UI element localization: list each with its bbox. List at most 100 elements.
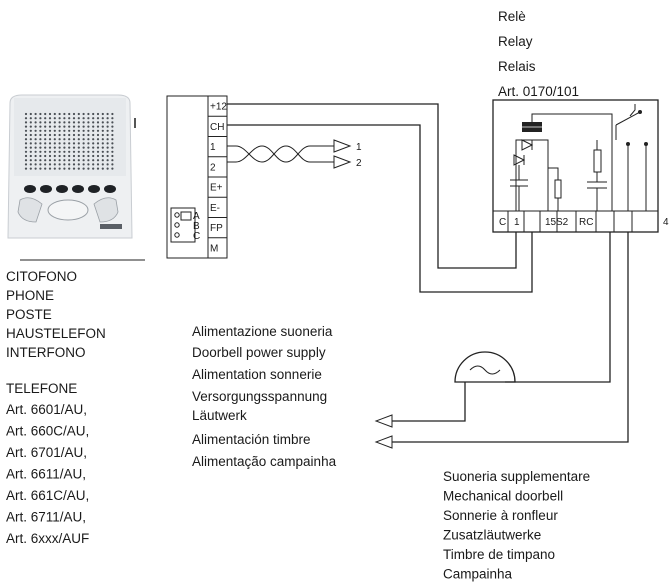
terminal-label: M bbox=[210, 243, 218, 254]
grille-dot bbox=[101, 125, 104, 128]
relay-title-line-1: Relè bbox=[498, 9, 526, 24]
grille-dot bbox=[77, 154, 80, 158]
grille-dot bbox=[101, 163, 104, 166]
doorbell-line: Sonnerie à ronfleur bbox=[443, 508, 558, 523]
relay-terminal-label: 1 bbox=[514, 217, 520, 228]
grille-dot bbox=[34, 129, 37, 132]
grille-dot bbox=[68, 125, 71, 128]
grille-dot bbox=[92, 167, 95, 170]
grille-dot bbox=[39, 125, 42, 128]
grille-dot bbox=[96, 142, 100, 145]
grille-dot bbox=[48, 167, 52, 170]
grille-dot bbox=[39, 133, 42, 137]
grille-dot bbox=[34, 150, 37, 153]
doorbell-line: Zusatzläutwerke bbox=[443, 528, 541, 543]
twisted-pair-out-label-2: 2 bbox=[356, 158, 362, 169]
grille-dot bbox=[63, 167, 66, 170]
grille-dot bbox=[101, 159, 104, 162]
speaker-grille bbox=[24, 112, 114, 170]
grille-dot bbox=[87, 163, 90, 166]
grille-dot bbox=[77, 117, 80, 120]
phone-button bbox=[72, 185, 84, 193]
grille-dot bbox=[44, 129, 47, 132]
grille-dot bbox=[44, 125, 47, 128]
grille-dot bbox=[77, 138, 80, 141]
grille-dot bbox=[111, 129, 114, 132]
grille-dot bbox=[29, 117, 32, 120]
grille-dot bbox=[24, 112, 28, 116]
grille-dot bbox=[24, 146, 28, 149]
grille-dot bbox=[34, 154, 37, 158]
grille-dot bbox=[58, 112, 61, 116]
power-supply-line: Doorbell power supply bbox=[192, 345, 326, 360]
grille-dot bbox=[92, 163, 95, 166]
grille-dot bbox=[29, 112, 32, 116]
phone-name-line: INTERFONO bbox=[6, 345, 86, 360]
grille-dot bbox=[68, 154, 71, 158]
grille-dot bbox=[96, 112, 100, 116]
grille-dot bbox=[39, 167, 42, 170]
grille-dot bbox=[68, 133, 71, 137]
grille-dot bbox=[106, 146, 109, 149]
grille-dot bbox=[63, 154, 66, 158]
grille-dot bbox=[29, 167, 32, 170]
grille-dot bbox=[77, 150, 80, 153]
grille-dot bbox=[111, 121, 114, 124]
grille-dot bbox=[63, 146, 66, 149]
grille-dot bbox=[34, 117, 37, 120]
power-supply-line: Alimentación timbre bbox=[192, 432, 311, 447]
grille-dot bbox=[48, 117, 52, 120]
grille-dot bbox=[72, 150, 76, 153]
grille-dot bbox=[87, 129, 90, 132]
grille-dot bbox=[77, 121, 80, 124]
phone-name-line: POSTE bbox=[6, 307, 52, 322]
grille-dot bbox=[101, 142, 104, 145]
grille-dot bbox=[24, 159, 28, 162]
grille-dot bbox=[77, 129, 80, 132]
grille-dot bbox=[106, 138, 109, 141]
grille-dot bbox=[111, 154, 114, 158]
grille-dot bbox=[63, 117, 66, 120]
grille-dot bbox=[53, 125, 56, 128]
power-supply-line: Alimentazione suoneria bbox=[192, 324, 333, 339]
grille-dot bbox=[92, 121, 95, 124]
phone-article: Art. 6611/AU, bbox=[6, 467, 86, 482]
phone-telefone: TELEFONE bbox=[6, 381, 77, 396]
doorbell-wiring bbox=[374, 232, 629, 449]
grille-dot bbox=[63, 138, 66, 141]
grille-dot bbox=[101, 129, 104, 132]
grille-dot bbox=[34, 159, 37, 162]
terminal-label: E+ bbox=[210, 183, 223, 194]
grille-dot bbox=[101, 133, 104, 137]
grille-dot bbox=[77, 142, 80, 145]
terminal-label: 1 bbox=[210, 142, 216, 153]
grille-dot bbox=[106, 167, 109, 170]
grille-dot bbox=[48, 150, 52, 153]
grille-dot bbox=[68, 146, 71, 149]
grille-dot bbox=[58, 133, 61, 137]
relay-terminal-label: C bbox=[499, 217, 506, 228]
grille-dot bbox=[39, 142, 42, 145]
grille-dot bbox=[96, 167, 100, 170]
grille-dot bbox=[82, 142, 85, 145]
grille-dot bbox=[82, 129, 85, 132]
grille-dot bbox=[63, 129, 66, 132]
grille-dot bbox=[63, 125, 66, 128]
grille-dot bbox=[82, 146, 85, 149]
grille-dot bbox=[106, 112, 109, 116]
grille-dot bbox=[29, 159, 32, 162]
grille-dot bbox=[82, 154, 85, 158]
connector-label-c: C bbox=[193, 231, 200, 242]
twisted-pair-out-label-1: 1 bbox=[356, 142, 362, 153]
grille-dot bbox=[92, 159, 95, 162]
grille-dot bbox=[53, 159, 56, 162]
grille-dot bbox=[53, 146, 56, 149]
grille-dot bbox=[82, 125, 85, 128]
grille-dot bbox=[44, 112, 47, 116]
grille-dot bbox=[53, 150, 56, 153]
phone-button bbox=[104, 185, 116, 193]
grille-dot bbox=[34, 112, 37, 116]
